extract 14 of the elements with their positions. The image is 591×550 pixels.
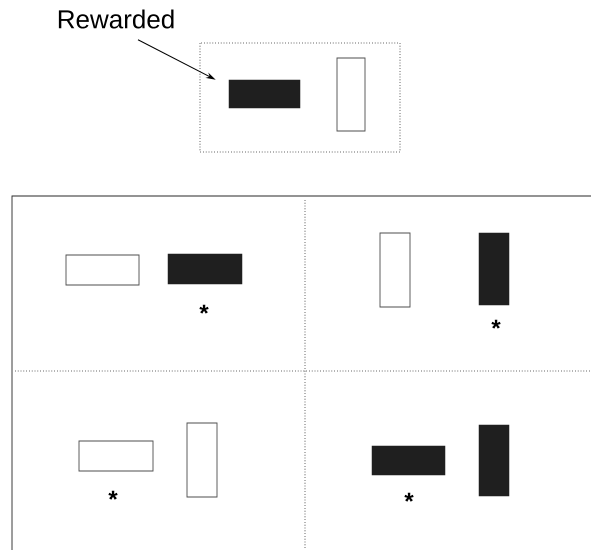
asterisk: * <box>404 492 414 502</box>
filled-bar <box>372 446 446 476</box>
outlined-bar <box>186 422 218 498</box>
outlined-bar <box>78 440 154 472</box>
outlined-bar <box>336 58 366 132</box>
asterisk: * <box>199 304 209 314</box>
outlined-bar <box>380 232 410 308</box>
filled-bar <box>168 254 242 284</box>
filled-bar <box>228 80 300 108</box>
asterisk: * <box>108 490 118 500</box>
filled-bar <box>478 232 510 306</box>
outlined-bar <box>66 254 140 286</box>
callout-label: Rewarded <box>58 9 174 29</box>
filled-bar <box>478 424 510 496</box>
